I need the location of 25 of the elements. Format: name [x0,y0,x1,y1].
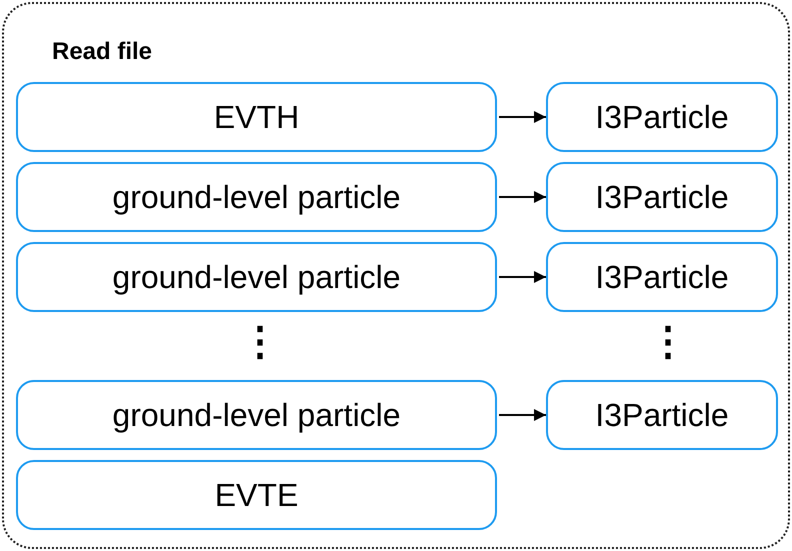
arrow [499,409,546,421]
box-label: I3Particle [595,258,729,296]
arrow [499,191,546,203]
process-box [16,162,497,232]
process-box [16,82,497,152]
box-label: ground-level particle [112,178,401,216]
ellipsis-mark: ⋮ [648,322,688,362]
process-box [546,242,778,312]
ellipsis-mark: ⋮ [240,322,280,362]
arrow [499,271,546,283]
process-box [16,460,497,530]
process-box [546,380,778,450]
box-label: I3Particle [595,396,729,434]
process-box [546,82,778,152]
box-label: EVTH [214,98,300,136]
process-box [16,242,497,312]
box-label: EVTE [214,476,298,514]
process-box [546,162,778,232]
group-title: Read file [52,38,152,66]
box-label: ground-level particle [112,396,401,434]
arrow [499,111,546,123]
box-label: I3Particle [595,178,729,216]
box-label: ground-level particle [112,258,401,296]
process-box [16,380,497,450]
box-label: I3Particle [595,98,729,136]
